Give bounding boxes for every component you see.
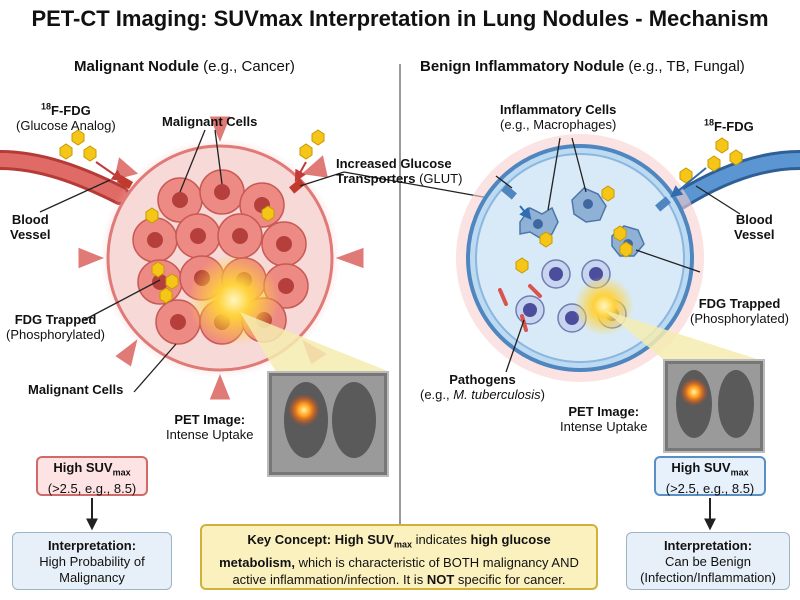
- left-blood-vessel: [0, 150, 130, 205]
- left-heading: Malignant Nodule (e.g., Cancer): [74, 58, 295, 75]
- right-fdg-label: 18F-FDG: [704, 118, 754, 135]
- right-blood-vessel: [670, 150, 800, 210]
- benign-nodule: [456, 134, 704, 382]
- malignant-cells-top-label: Malignant Cells: [162, 114, 258, 129]
- malignant-cells-bottom-label: Malignant Cells: [28, 382, 124, 397]
- center-divider: [399, 64, 401, 534]
- page-title: PET-CT Imaging: SUVmax Interpretation in…: [31, 6, 769, 31]
- right-fdg-trapped-label: FDG Trapped(Phosphorylated): [690, 296, 789, 326]
- left-suv-box: High SUVmax(>2.5, e.g., 8.5): [36, 456, 148, 496]
- right-heading: Benign Inflammatory Nodule (e.g., TB, Fu…: [420, 58, 745, 75]
- right-pet-label: PET Image:Intense Uptake: [560, 404, 648, 434]
- right-fdg-molecules: [515, 137, 743, 274]
- malignant-nodule: [78, 116, 364, 400]
- left-fdg-label: 18F-FDG(Glucose Analog): [16, 102, 116, 134]
- pathogens-label: Pathogens(e.g., M. tuberculosis): [420, 372, 546, 402]
- inflammatory-cells-label: Inflammatory Cells(e.g., Macrophages): [500, 102, 617, 132]
- left-fdg-trapped-label: FDG Trapped(Phosphorylated): [6, 312, 105, 342]
- right-interpretation-box: Interpretation:Can be Benign(Infection/I…: [626, 532, 790, 590]
- right-suv-box: High SUVmax(>2.5, e.g., 8.5): [654, 456, 766, 496]
- key-concept-box: Key Concept: High SUVmax indicates high …: [200, 524, 598, 590]
- left-fdg-molecules: [59, 129, 325, 304]
- left-pet-label: PET Image:Intense Uptake: [166, 412, 254, 442]
